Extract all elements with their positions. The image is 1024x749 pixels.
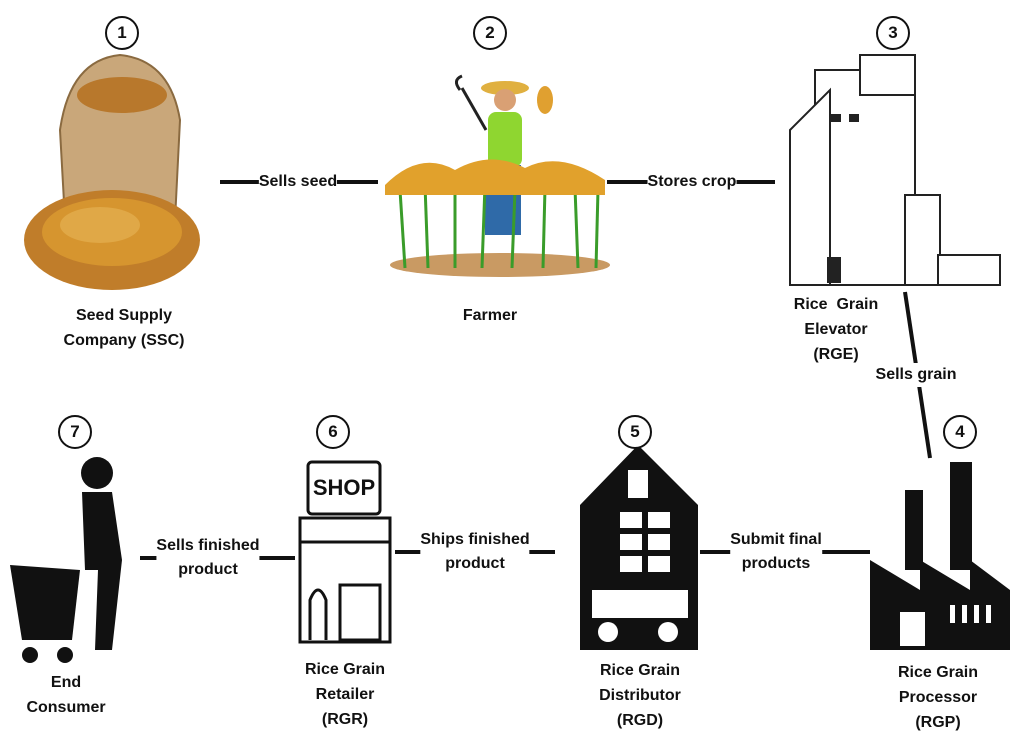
- shop-sign: SHOP: [312, 475, 376, 500]
- edge-label-submit-final-products: Submit final products: [730, 528, 822, 576]
- step-number-1: 1: [105, 16, 139, 50]
- label-line: Sells seed: [258, 173, 338, 190]
- label-line: (RGP): [915, 714, 961, 731]
- label-line: Processor: [898, 689, 978, 706]
- farmer-icon: [385, 74, 610, 277]
- label-line: product: [178, 561, 238, 578]
- edge-label-sells-finished-product: Sells finished product: [156, 534, 260, 582]
- label-line: Company (SSC): [63, 332, 185, 349]
- grain-elevator-icon: [789, 54, 1001, 286]
- edge-label-stores-crop: Stores crop: [647, 170, 737, 194]
- seed-bag-icon: [24, 53, 200, 290]
- step-number-5: 5: [618, 415, 652, 449]
- label-line: Seed Supply: [75, 307, 173, 324]
- label-line: Rice Grain: [599, 662, 681, 679]
- label-line: Sells grain: [875, 366, 957, 383]
- label-line: Sells finished: [156, 537, 260, 554]
- label-line: Submit final: [730, 531, 822, 548]
- label-line: Farmer: [462, 307, 518, 324]
- label-line: Consumer: [26, 699, 106, 716]
- label-line: Rice Grain: [793, 296, 879, 313]
- label-line: End: [50, 674, 82, 691]
- step-number-4: 4: [943, 415, 977, 449]
- label-line: Rice Grain: [304, 661, 386, 678]
- factory-icon: [870, 462, 1010, 650]
- step-number-2: 2: [473, 16, 507, 50]
- label-line: Rice Grain: [897, 664, 979, 681]
- label-line: Retailer: [315, 686, 375, 703]
- step-number-6: 6: [316, 415, 350, 449]
- edge-label-ships-finished-product: Ships finished product: [420, 528, 530, 576]
- label-line: (RGR): [321, 711, 369, 728]
- label-line: Elevator: [804, 321, 868, 338]
- edge-label-sells-grain: Sells grain: [873, 363, 959, 387]
- shop-icon: [298, 460, 392, 644]
- step-number-3: 3: [876, 16, 910, 50]
- edge-label-sells-seed: Sells seed: [258, 170, 338, 194]
- label-line: (RGD): [616, 712, 664, 729]
- label-line: Stores crop: [647, 173, 737, 190]
- node-label-farmer: Farmer: [463, 303, 517, 328]
- label-line: products: [741, 555, 811, 572]
- label-line: Distributor: [599, 687, 681, 704]
- step-number-7: 7: [58, 415, 92, 449]
- label-line: product: [445, 555, 505, 572]
- label-line: Ships finished: [420, 531, 530, 548]
- consumer-with-cart-icon: [10, 457, 122, 663]
- distributor-warehouse-icon: [580, 445, 698, 650]
- label-line: (RGE): [813, 346, 859, 363]
